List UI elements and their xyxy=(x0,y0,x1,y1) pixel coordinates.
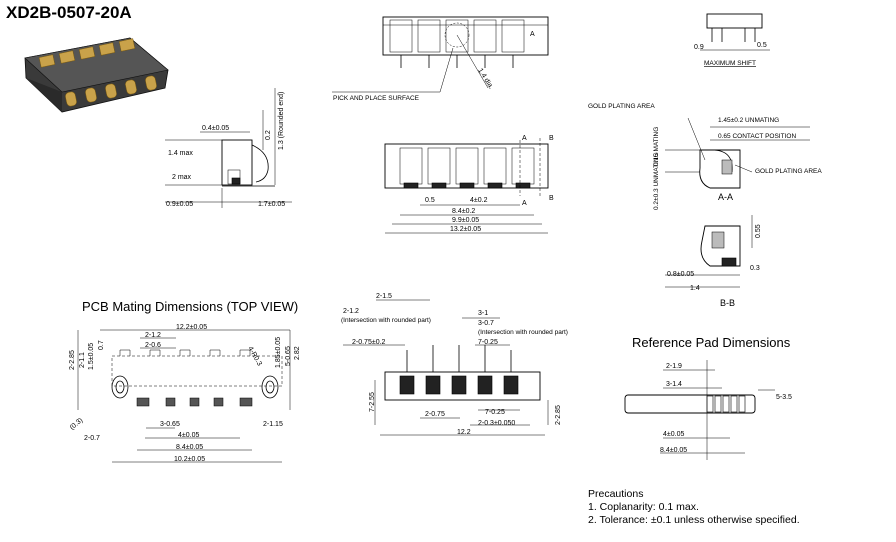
aa-contact: 0.65 CONTACT POSITION xyxy=(718,133,796,140)
layout-note-212: (Intersection with rounded part) xyxy=(341,317,431,324)
bb-view: 0.55 0.3 0.8±0.05 1.4 B-B xyxy=(665,215,762,308)
aa-unmating-v: 0.2±0.3 UNMATING xyxy=(653,152,660,210)
layout-dim-7025-top: 7-0.25 xyxy=(478,339,498,346)
pcb-dim-212: 2-1.2 xyxy=(145,332,161,339)
side-dim-h2: 2 max xyxy=(172,174,192,181)
front-dim-4: 4±0.2 xyxy=(470,197,488,204)
layout-dim-2075: 2-0.75±0.2 xyxy=(352,339,386,346)
aa-mating: 0.15 MATING xyxy=(653,127,660,166)
bb-dim-055: 0.55 xyxy=(755,224,762,238)
front-b-bot: B xyxy=(549,195,554,202)
bb-dim-03: 0.3 xyxy=(750,265,760,272)
aa-label: A-A xyxy=(718,192,733,202)
precaution-item-1: 1. Coplanarity: 0.1 max. xyxy=(588,501,699,513)
precaution-item-2: 2. Tolerance: ±0.1 unless otherwise spec… xyxy=(588,514,800,526)
layout-dim-212: 2-1.2 xyxy=(343,308,359,315)
pcb-dim-07: 0.7 xyxy=(98,340,105,350)
pad-dim-535: 5-3.5 xyxy=(776,394,792,401)
front-dim-132: 13.2±0.05 xyxy=(450,226,481,233)
layout-dim-7255: 7-2.55 xyxy=(369,392,376,412)
layout-dim-215: 2-1.5 xyxy=(376,293,392,300)
pcb-dim-84: 8.4±0.05 xyxy=(176,444,203,451)
pcb-dim-15: 1.5±0.05 xyxy=(88,343,95,370)
pcb-dim-207: 2-0.7 xyxy=(84,435,100,442)
bb-dim-08: 0.8±0.05 xyxy=(667,271,694,278)
shift-label: MAXIMUM SHIFT xyxy=(704,60,756,67)
precautions-heading: Precautions xyxy=(588,488,644,500)
layout-dim-2285: 2-2.85 xyxy=(555,405,562,425)
pcb-dim-122: 12.2±0.05 xyxy=(176,324,207,331)
front-dim-84: 8.4±0.2 xyxy=(452,208,475,215)
aa-gold2: GOLD PLATING AREA xyxy=(755,168,822,175)
top-label-a: A xyxy=(530,31,535,38)
layout-view: 2-1.5 2-1.2 (Intersection with rounded p… xyxy=(341,293,568,436)
pad-dim-219: 2-1.9 xyxy=(666,363,682,370)
shift-dim-09: 0.9 xyxy=(694,44,704,51)
pcb-section-title: PCB Mating Dimensions (TOP VIEW) xyxy=(82,299,299,314)
pcb-view: 12.2±0.05 2-1.2 2-0.6 2-2.85 2-1.1 1.5±0… xyxy=(69,324,301,463)
pick-label: PICK AND PLACE SURFACE xyxy=(333,95,420,102)
side-dim-br: 1.7±0.05 xyxy=(258,201,285,208)
side-view: 0.4±0.05 1.4 max 2 max 0.9±0.05 1.7±0.05… xyxy=(165,88,292,208)
bb-label: B-B xyxy=(720,298,735,308)
shift-dim-05: 0.5 xyxy=(757,42,767,49)
shift-view: 0.9 0.5 MAXIMUM SHIFT xyxy=(694,13,770,67)
front-a-top: A xyxy=(522,135,527,142)
front-view: A B A B 0.5 4±0.2 8.4±0.2 9.9±0.05 13.2±… xyxy=(384,135,554,234)
layout-dim-2075b: 2-0.75 xyxy=(425,411,445,418)
side-dim-h14: 1.4 max xyxy=(168,150,193,157)
front-a-bot: A xyxy=(522,200,527,207)
layout-dim-307: 3-0.7 xyxy=(478,320,494,327)
aa-view: GOLD PLATING AREA 1.45±0.2 UNMATING 0.65… xyxy=(588,103,822,210)
pcb-dim-03: (0.3) xyxy=(69,417,85,432)
side-dim-top: 0.4±0.05 xyxy=(202,125,229,132)
pcb-dim-185: 1.85±0.05 xyxy=(275,337,282,368)
pad-dim-314: 3-1.4 xyxy=(666,381,682,388)
pcb-dim-5065: 5-0.65 xyxy=(285,346,292,366)
side-dim-r02: 0.2 xyxy=(265,130,272,140)
layout-dim-122: 12.2 xyxy=(457,429,471,436)
layout-dim-7025: 7-0.25 xyxy=(485,409,505,416)
pcb-dim-4: 4±0.05 xyxy=(178,432,199,439)
aa-unmating: 1.45±0.2 UNMATING xyxy=(718,117,779,124)
front-dim-05: 0.5 xyxy=(425,197,435,204)
pad-section-title: Reference Pad Dimensions xyxy=(632,335,791,350)
drawing-title: XD2B-0507-20A xyxy=(6,3,132,22)
pcb-dim-211: 2-1.1 xyxy=(79,352,86,368)
layout-dim-31: 3-1 xyxy=(478,310,488,317)
top-view: A 1.4 dia. PICK AND PLACE SURFACE xyxy=(332,16,549,102)
product-photo xyxy=(24,37,169,113)
pad-view: 2-1.9 3-1.4 5-3.5 4±0.05 8.4±0.05 xyxy=(624,360,792,460)
pad-dim-4: 4±0.05 xyxy=(663,431,684,438)
pcb-dim-206: 2-0.6 xyxy=(145,342,161,349)
precautions-block: Precautions 1. Coplanarity: 0.1 max. 2. … xyxy=(588,488,800,527)
side-dim-bl: 0.9±0.05 xyxy=(166,201,193,208)
pad-dim-84: 8.4±0.05 xyxy=(660,447,687,454)
front-dim-99: 9.9±0.05 xyxy=(452,217,479,224)
layout-note-307: (Intersection with rounded part) xyxy=(478,329,568,336)
aa-gold1: GOLD PLATING AREA xyxy=(588,103,655,110)
pcb-dim-2115: 2-1.15 xyxy=(263,421,283,428)
bb-dim-14: 1.4 xyxy=(690,285,700,292)
pcb-dim-3065: 3-0.65 xyxy=(160,421,180,428)
side-dim-r13: 1.3 (Rounded end) xyxy=(278,92,285,150)
layout-dim-203: 2-0.3±0.050 xyxy=(478,420,515,427)
pcb-dim-282: 2.82 xyxy=(294,346,301,360)
top-dim-14: 1.4 dia. xyxy=(476,67,494,90)
pcb-dim-2285: 2-2.85 xyxy=(69,350,76,370)
pcb-dim-102: 10.2±0.05 xyxy=(174,456,205,463)
front-b-top: B xyxy=(549,135,554,142)
pcb-dim-405: 4-R0.3 xyxy=(246,346,263,368)
